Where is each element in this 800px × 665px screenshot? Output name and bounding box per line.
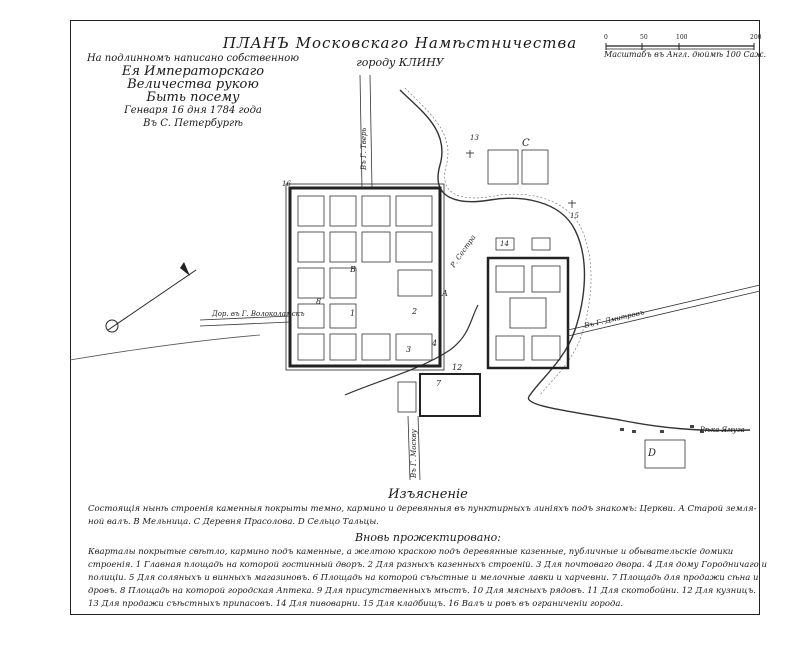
plot-number: 15: [570, 212, 579, 220]
scale-tick: 50: [640, 34, 648, 41]
church-icon: [466, 150, 576, 208]
legend-new-text: Кварталы покрытые свѣтло, кармино подъ к…: [88, 547, 767, 609]
scale-bar: 0 50 100 200 Масштабъ въ Англ. дюймѣ 100…: [604, 34, 767, 59]
approval-line-3: Быть посему: [146, 90, 240, 105]
map-letter-a: A: [441, 289, 448, 298]
road-label-moscow: Въ Г. Москву: [410, 428, 418, 479]
plot-number: 3: [406, 345, 411, 354]
village-houses: [620, 425, 704, 433]
east-quarter-wall: [486, 256, 570, 370]
approval-line-4: Генваря 16 дня 1784 года: [124, 105, 262, 116]
road-label-tver: Въ Г. Тверь: [360, 128, 368, 171]
map-title: ПЛАНЪ Московскаго Намѣстничества: [222, 34, 578, 52]
scale-tick: 0: [604, 34, 608, 41]
approval-line-1: На подлинномъ написано собственною: [86, 53, 300, 64]
map-letter-d: D: [647, 448, 656, 459]
plot-number: 8: [316, 297, 321, 306]
approval-line-5: Въ С. Петербургѣ: [143, 118, 243, 129]
plot-number: 7: [436, 379, 442, 388]
map-letter-b: B: [349, 265, 356, 274]
plot-number: 1: [350, 309, 355, 318]
south-block: [397, 381, 417, 413]
block-d: [644, 439, 686, 469]
river-label-yamuga: Рѣка Ямуга: [699, 426, 745, 434]
legend: Изъясненіе Состоящія нынѣ строенія камен…: [88, 487, 768, 611]
compass-icon: [105, 262, 197, 333]
legend-intro: Состоящія нынѣ строенія каменныя покрыты…: [88, 504, 757, 527]
river-label-sestra: Р. Сестра: [449, 234, 478, 270]
town-rampart: [288, 186, 442, 368]
imperial-approval-inscription: На подлинномъ написано собственною Ея Им…: [78, 52, 308, 130]
town-blocks: [297, 195, 433, 361]
block-c: [487, 149, 549, 185]
approval-line-2: Ея Императорскаго Величества рукою: [121, 64, 265, 92]
map-subtitle: городу КЛИНУ: [356, 56, 444, 69]
road-label-dmitrov: Въ Г. Дмитровъ: [583, 308, 646, 330]
plot-number: 13: [470, 134, 479, 142]
scale-label: Масштабъ въ Англ. дюймѣ 100 Саж.: [604, 50, 767, 59]
south-quarter-wall: [419, 373, 481, 417]
plot-number: 2: [411, 307, 417, 316]
plot-number: 12: [452, 363, 462, 372]
legend-heading: Изъясненіе: [388, 487, 468, 502]
scale-tick: 200: [750, 34, 762, 41]
plot-number: 16: [282, 180, 291, 188]
road-label-volokolamsk: Дор. въ Г. Волоколамскъ: [211, 310, 305, 318]
river-tributary: [69, 334, 261, 361]
roads: [199, 74, 761, 481]
river-sestra: [399, 89, 751, 432]
river-bank: [404, 87, 592, 396]
plot-number: 14: [500, 240, 509, 248]
east-small-blocks: [495, 237, 551, 251]
map-letter-c: C: [522, 138, 530, 149]
plot-numbers: 1 2 3 4 7 8 12 13 14 15 16: [282, 134, 579, 388]
east-quarter-blocks: [495, 265, 561, 361]
legend-new-heading: Вновь прожектировано:: [355, 531, 501, 544]
scale-bar-graphic: [605, 43, 755, 50]
town-ditch: [285, 183, 445, 371]
map-sheet-border: [70, 20, 760, 615]
river-tributary: [344, 304, 479, 396]
plot-number: 4: [431, 339, 437, 348]
scale-tick: 100: [676, 34, 688, 41]
